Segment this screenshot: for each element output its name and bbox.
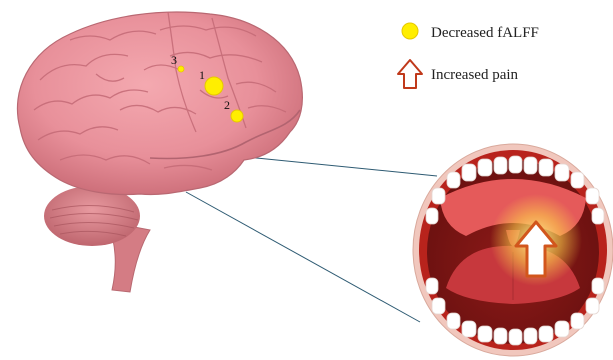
legend-label-increased-pain: Increased pain xyxy=(431,67,519,83)
brain-illustration xyxy=(17,12,302,292)
legend-up-arrow-icon xyxy=(398,60,422,88)
legend-label-decreased-falff: Decreased fALFF xyxy=(431,25,539,41)
legend-dot-icon xyxy=(402,23,418,39)
region-label-3: 3 xyxy=(171,53,177,67)
legend: Decreased fALFF Increased pain xyxy=(398,23,539,88)
region-label-2: 2 xyxy=(224,98,230,112)
marker-region-3 xyxy=(178,66,184,72)
connector-lines xyxy=(186,156,437,322)
marker-region-2 xyxy=(231,110,243,122)
region-label-1: 1 xyxy=(199,68,205,82)
mouth-illustration xyxy=(413,144,613,356)
cerebrum xyxy=(17,12,302,195)
marker-region-1 xyxy=(205,77,223,95)
